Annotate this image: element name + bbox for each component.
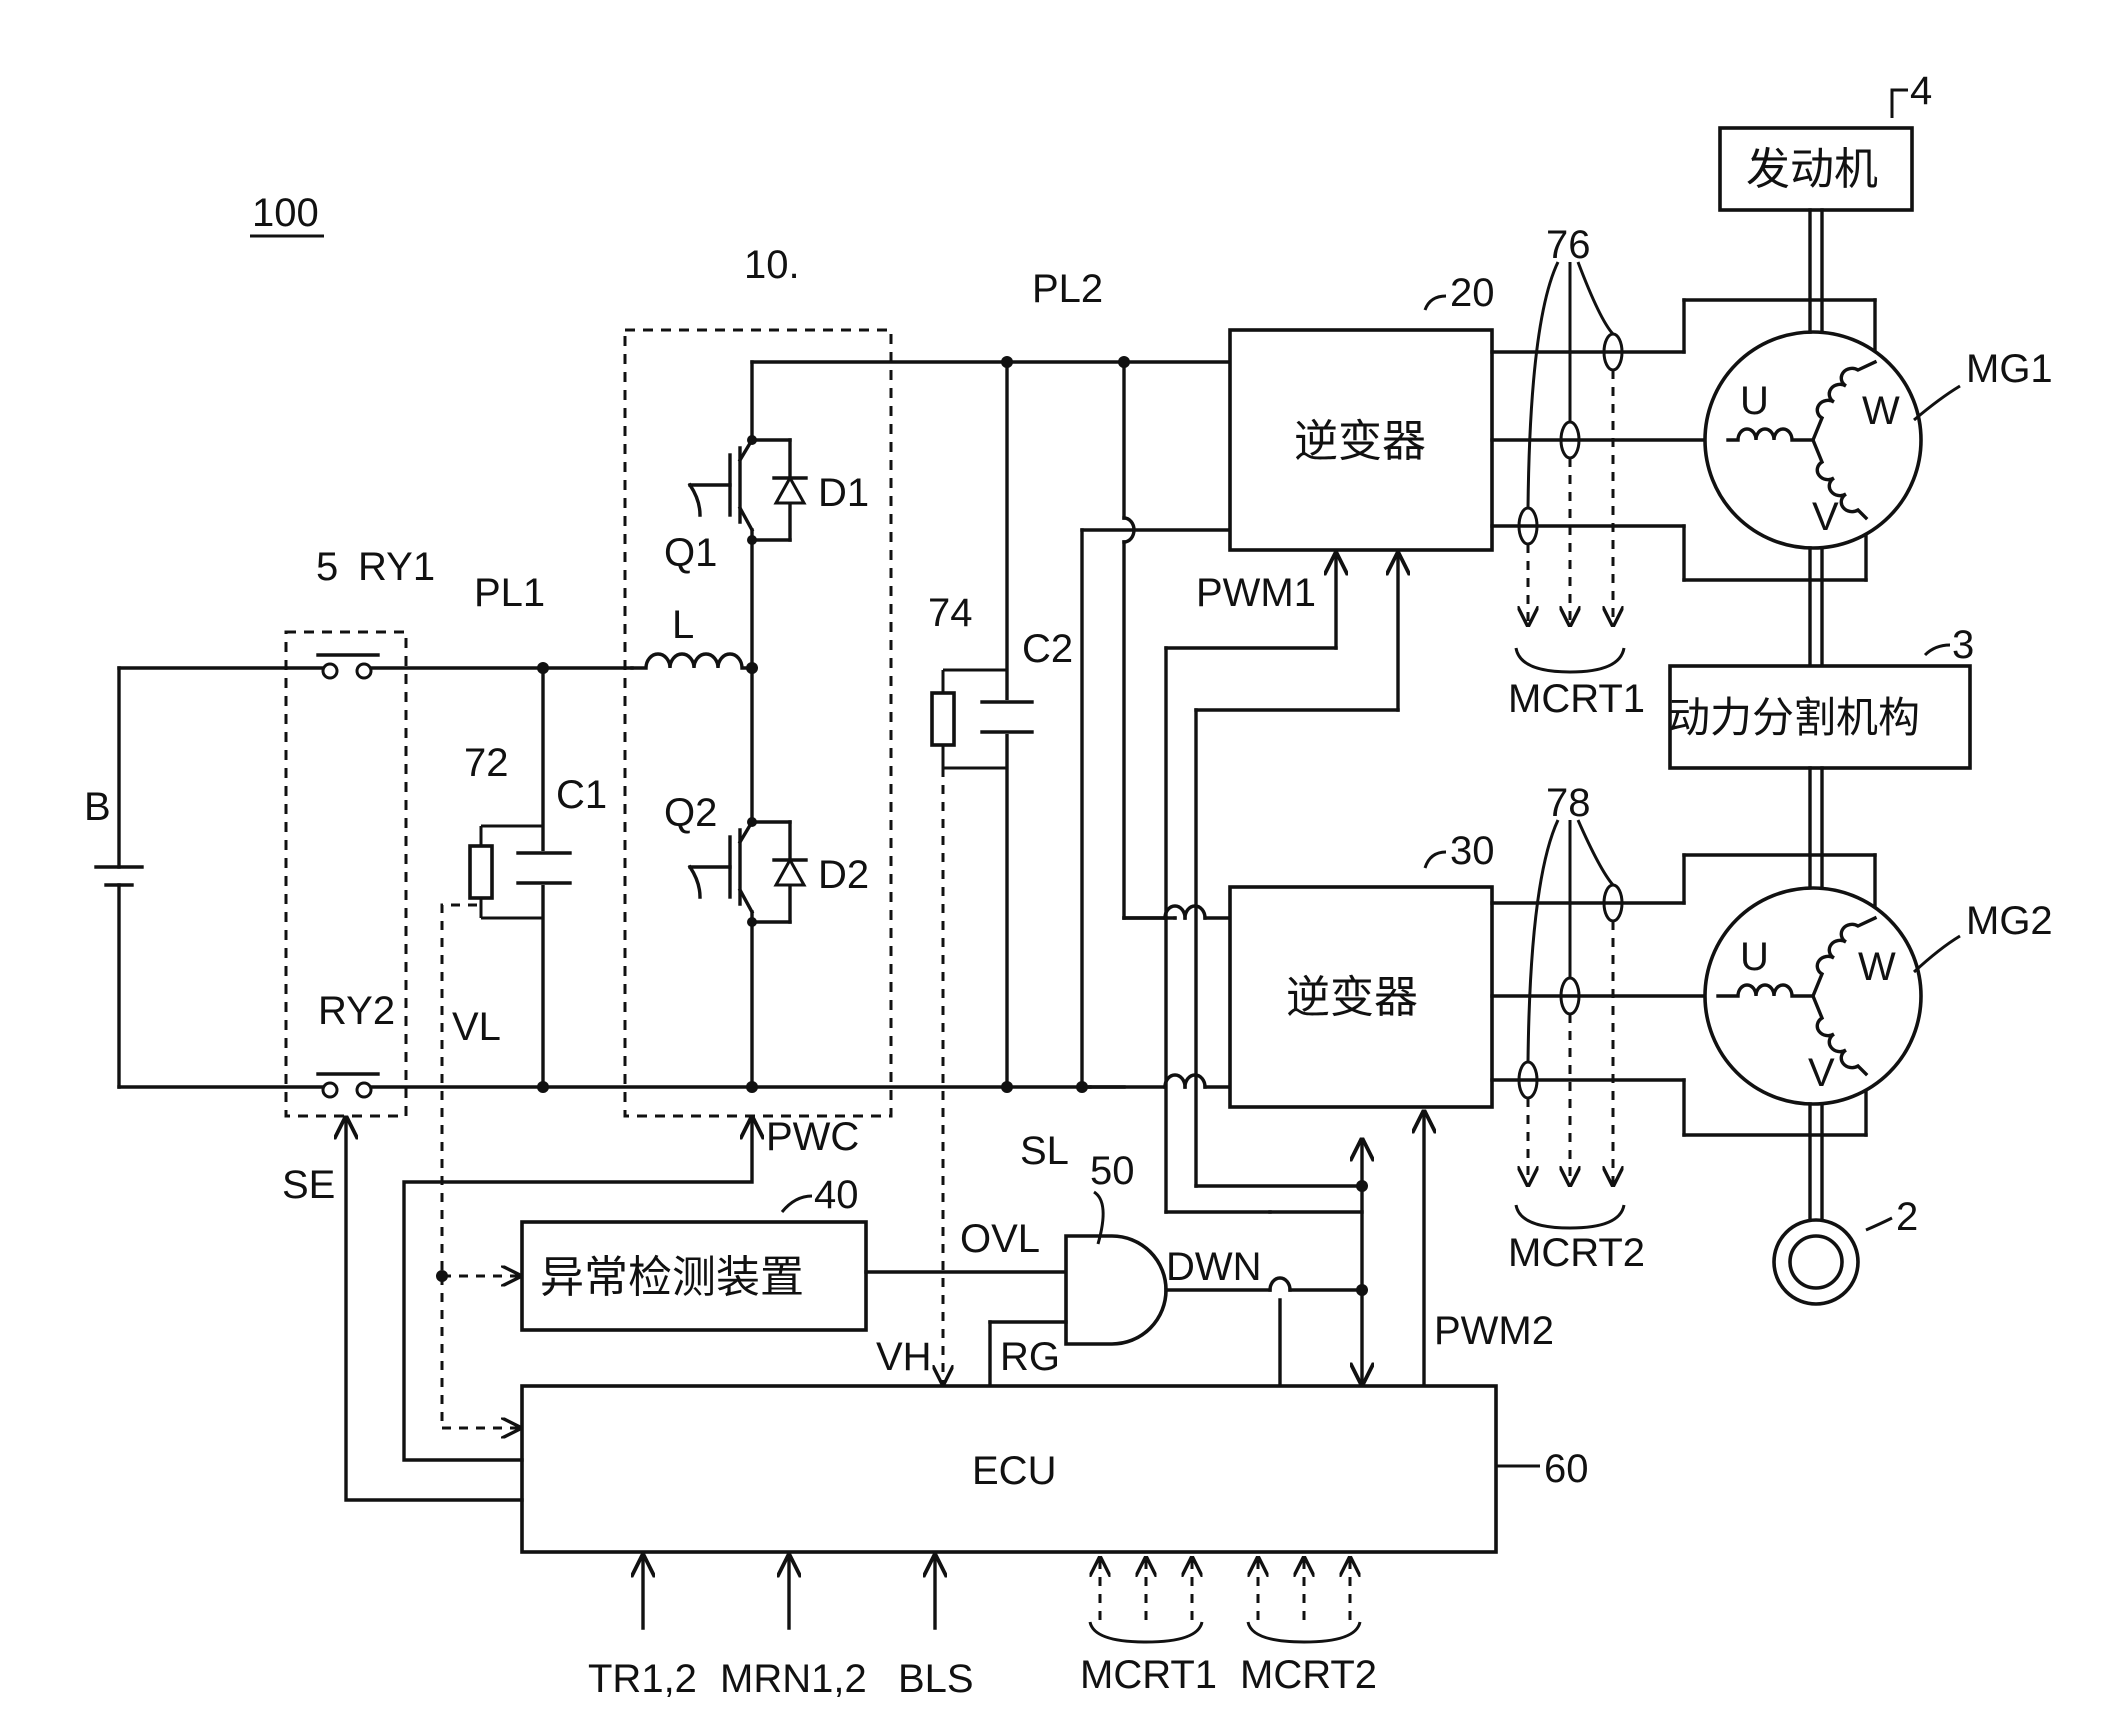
input-mcrt2-label: MCRT2: [1240, 1653, 1377, 1697]
signal-vl-label: VL: [452, 1005, 501, 1049]
mg2-label: MG2: [1966, 899, 2053, 943]
signal-ovl-label: OVL: [960, 1217, 1040, 1261]
and-gate-ref: 50: [1090, 1149, 1135, 1193]
voltage-sensor-72: [468, 844, 494, 900]
signal-se: [346, 1118, 524, 1502]
power-split-ref: 3: [1952, 623, 1974, 667]
transistor-q2: [687, 819, 755, 915]
engine-box: [1718, 126, 1914, 212]
motor-generator-mg2: [1703, 886, 1923, 1106]
leader-mg1: [1913, 384, 1961, 422]
leader-20: [1423, 294, 1447, 311]
signal-pwc-label: PWC: [766, 1115, 859, 1159]
input-mcrt1-arrows: [1088, 1558, 1204, 1644]
current-sensors-76: [1514, 261, 1626, 674]
diode-d2-label: D2: [818, 853, 869, 897]
leader-50: [1093, 1190, 1105, 1245]
input-tr-label: TR1,2: [588, 1657, 697, 1701]
wheel: [1772, 1218, 1860, 1306]
and-gate: [1064, 1234, 1168, 1346]
inductor-l: [630, 652, 754, 670]
relay-ry2-contact: [316, 1072, 380, 1099]
signal-pwm2-label: PWM2: [1434, 1309, 1554, 1353]
mg2-u-label: U: [1740, 935, 1769, 979]
input-mcrt2-arrows: [1246, 1558, 1362, 1644]
figure-ref: 100: [252, 191, 319, 235]
inductor-label: L: [672, 603, 694, 647]
leader-40: [780, 1194, 813, 1213]
signal-vh-label: VH: [876, 1335, 932, 1379]
current-sensors-78: [1514, 819, 1626, 1230]
motor-generator-mg1: [1703, 330, 1923, 550]
leader-3: [1923, 643, 1951, 657]
signal-pwc: [402, 1118, 752, 1462]
mg1-w-label: W: [1862, 389, 1900, 433]
diode-d2: [747, 817, 808, 927]
leader-mg2: [1912, 934, 1961, 974]
inverter-1-label: 逆变器: [1294, 416, 1426, 467]
power-split-label: 动力分割机构: [1668, 693, 1920, 742]
wheel-ref: 2: [1896, 1195, 1918, 1239]
mg1-u-label: U: [1740, 379, 1769, 423]
relay-ry1-label: RY1: [358, 545, 435, 589]
inverter-2-label: 逆变器: [1286, 972, 1418, 1023]
leader-2: [1865, 1216, 1893, 1232]
leader-30: [1423, 850, 1447, 869]
battery-label: B: [84, 785, 111, 829]
sensor-76-label: 76: [1546, 223, 1591, 267]
power-split-box: [1668, 664, 1972, 770]
transistor-q2-label: Q2: [664, 791, 717, 835]
engine-label: 发动机: [1746, 144, 1878, 195]
relay-ry2-label: RY2: [318, 989, 395, 1033]
ecu-ref: 60: [1544, 1447, 1589, 1491]
inverter-1-ref: 20: [1450, 271, 1495, 315]
signal-pl2-label: PL2: [1032, 267, 1103, 311]
diode-d1: [747, 435, 808, 545]
leader-4: [1890, 88, 1908, 118]
battery-symbol: [94, 666, 144, 1089]
transistor-q1: [687, 437, 755, 533]
anomaly-detector-label: 异常检测装置: [540, 1252, 804, 1303]
inverter-2-ref: 30: [1450, 829, 1495, 873]
signal-pl1-label: PL1: [474, 571, 545, 615]
signal-mcrt1-label: MCRT1: [1508, 677, 1645, 721]
sensor-74-label: 74: [928, 591, 973, 635]
input-mrn-label: MRN1,2: [720, 1657, 867, 1701]
mg1-v-label: V: [1812, 495, 1839, 539]
input-mcrt1-label: MCRT1: [1080, 1653, 1217, 1697]
converter-ref: 10.: [744, 243, 800, 287]
relay-box: [284, 630, 408, 1118]
capacitor-c2-label: C2: [1022, 627, 1073, 671]
mg2-v-label: V: [1808, 1051, 1835, 1095]
voltage-sensor-74: [930, 691, 956, 747]
engine-ref: 4: [1910, 69, 1932, 113]
input-bls-label: BLS: [898, 1657, 974, 1701]
mg1-label: MG1: [1966, 347, 2053, 391]
anomaly-detector-ref: 40: [814, 1173, 859, 1217]
mg2-w-label: W: [1858, 945, 1896, 989]
relay-ry1-contact: [316, 653, 380, 680]
signal-rg-label: RG: [1000, 1335, 1060, 1379]
inverter-1-box: [1228, 328, 1494, 552]
relay-box-ref: 5: [316, 545, 338, 589]
ecu-box: [520, 1384, 1498, 1554]
signal-mcrt2-label: MCRT2: [1508, 1231, 1645, 1275]
converter-box: [623, 328, 893, 1118]
signal-dwn-label: DWN: [1166, 1245, 1262, 1289]
transistor-q1-label: Q1: [664, 531, 717, 575]
signal-pwm1-label: PWM1: [1196, 571, 1316, 615]
sensor-72-label: 72: [464, 741, 509, 785]
capacitor-c1-label: C1: [556, 773, 607, 817]
sensor-78-label: 78: [1546, 781, 1591, 825]
signal-sl-label: SL: [1020, 1129, 1069, 1173]
anomaly-detector-box: [520, 1220, 868, 1332]
diode-d1-label: D1: [818, 471, 869, 515]
ecu-label: ECU: [972, 1449, 1056, 1493]
signal-se-label: SE: [282, 1163, 335, 1207]
